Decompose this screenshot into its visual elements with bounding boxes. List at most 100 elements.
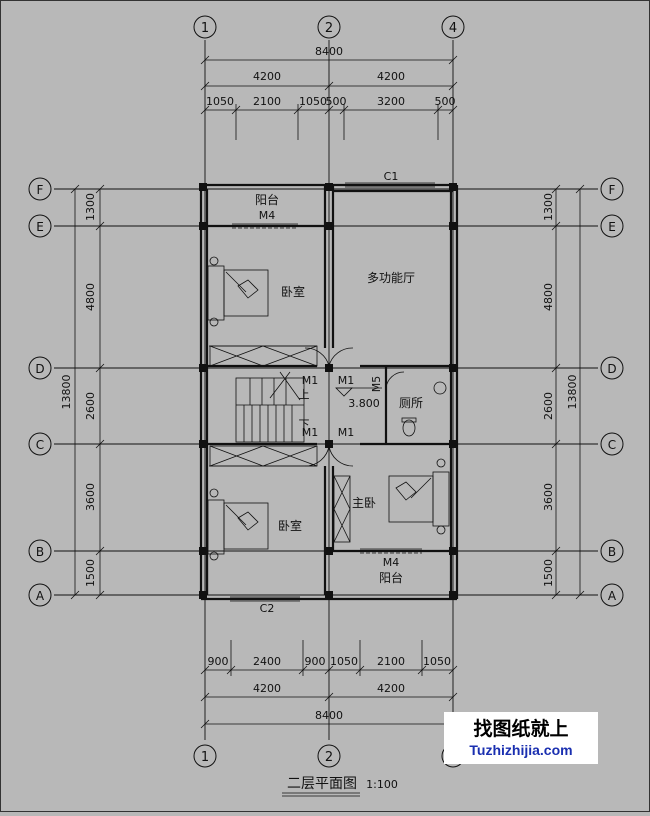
plan-title: 二层平面图 (287, 776, 357, 792)
wardrobe-master (333, 475, 351, 543)
axis-bubble-right-A: A (600, 583, 624, 607)
svg-text:D: D (35, 362, 44, 376)
dim-bottom-seg-5: 2100 (377, 655, 405, 668)
axis-bubble-top-4: 4 (441, 15, 465, 39)
watermark-cn: 找图纸就上 (473, 718, 569, 740)
dim-bottom-seg-2: 2400 (253, 655, 281, 668)
plan-scale: 1:100 (366, 778, 398, 791)
axis-bubble-left-A: A (28, 583, 52, 607)
dim-top-seg-2: 2100 (253, 95, 281, 108)
tag-door-m1-a: M1 (302, 374, 319, 387)
dim-top-half-1: 4200 (253, 70, 281, 83)
dim-right-total: 13800 (566, 375, 579, 410)
window-c2-graphic (230, 596, 300, 602)
axis-bubble-top-2: 2 (317, 15, 341, 39)
svg-text:D: D (607, 362, 616, 376)
dim-top-seg-1: 1050 (206, 95, 234, 108)
door-m4-top-graphic (232, 223, 298, 229)
tag-window-c1: C1 (384, 170, 399, 183)
svg-text:1: 1 (201, 21, 209, 36)
svg-text:A: A (608, 589, 617, 603)
dim-right-seg-5: 1500 (542, 559, 555, 587)
tag-stair-down: 下 (299, 418, 310, 431)
dim-bottom-seg-1: 900 (208, 655, 229, 668)
svg-text:F: F (37, 183, 44, 197)
dim-right-seg-4: 3600 (542, 483, 555, 511)
svg-text:E: E (36, 220, 44, 234)
watermark-logo: 找图纸就上 Tuzhizhijia.com (444, 712, 598, 764)
dims-left: 13800 1300 4800 2600 3600 1500 (60, 184, 105, 600)
drawing-title: 二层平面图 1:100 (282, 776, 398, 797)
dim-bottom-seg-3: 900 (305, 655, 326, 668)
tag-door-m1-c: M1 (302, 426, 319, 439)
axis-bubble-left-C: C (28, 432, 52, 456)
axis-bubble-right-B: B (600, 539, 624, 563)
dim-bottom-half-1: 4200 (253, 682, 281, 695)
dim-bottom-seg-4: 1050 (330, 655, 358, 668)
axis-bubble-right-E: E (600, 214, 624, 238)
door-swings (304, 347, 405, 467)
dim-right-seg-2: 4800 (542, 283, 555, 311)
dim-top-total: 8400 (315, 45, 343, 58)
tag-window-c2: C2 (260, 602, 275, 615)
dim-top-seg-6: 500 (435, 95, 456, 108)
dims-bottom: 900 2400 900 1050 2100 1050 4200 4200 84… (200, 640, 458, 729)
svg-text:2: 2 (325, 21, 333, 36)
svg-text:1: 1 (201, 750, 209, 765)
svg-text:C: C (36, 438, 44, 452)
dim-left-seg-1: 1300 (84, 193, 97, 221)
bed-sw-icon (207, 488, 269, 561)
dim-top-half-2: 4200 (377, 70, 405, 83)
axis-bubble-bottom-2: 2 (317, 744, 341, 768)
bed-master-icon (388, 458, 450, 535)
door-m4-bottom-graphic (360, 548, 422, 554)
axis-bubble-left-E: E (28, 214, 52, 238)
dim-right-seg-3: 2600 (542, 392, 555, 420)
svg-text:F: F (609, 183, 616, 197)
axis-bubble-right-C: C (600, 432, 624, 456)
tag-door-m5: M5 (370, 376, 383, 393)
dim-bottom-total: 8400 (315, 709, 343, 722)
room-bedroom-sw: 卧室 (278, 518, 302, 533)
tag-elevation: 3.800 (348, 397, 380, 410)
svg-text:A: A (36, 589, 45, 603)
window-c1-graphic (345, 182, 435, 188)
axis-bubble-bottom-1: 1 (193, 744, 217, 768)
tag-door-m4-bottom: M4 (383, 556, 400, 569)
room-multi-hall: 多功能厅 (367, 271, 415, 285)
dim-left-seg-2: 4800 (84, 283, 97, 311)
axis-bubble-right-D: D (600, 356, 624, 380)
dim-top-seg-3: 1050 (299, 95, 327, 108)
dim-bottom-seg-6: 1050 (423, 655, 451, 668)
tag-stair-up: 上 (299, 388, 310, 401)
axis-bubble-top-1: 1 (193, 15, 217, 39)
room-bedroom-nw: 卧室 (281, 284, 305, 299)
axis-bubble-left-D: D (28, 356, 52, 380)
dim-left-total: 13800 (60, 375, 73, 410)
room-toilet: 厕所 (399, 396, 423, 410)
dim-right-seg-1: 1300 (542, 193, 555, 221)
dims-right: 1300 4800 2600 3600 1500 13800 (542, 184, 585, 600)
svg-text:C: C (608, 438, 616, 452)
svg-text:4: 4 (449, 21, 457, 36)
axis-bubble-left-F: F (28, 177, 52, 201)
toilet-fixtures-icon (401, 381, 447, 437)
wardrobe-south (209, 445, 318, 467)
dims-top: 8400 4200 4200 1050 2100 1050 500 3200 5… (200, 45, 458, 140)
watermark-url: Tuzhizhijia.com (469, 742, 573, 758)
room-master-bedroom: 主卧 (352, 496, 376, 510)
wardrobe-north (209, 345, 318, 367)
staircase (235, 371, 305, 443)
axis-bubble-left-B: B (28, 539, 52, 563)
room-balcony-bottom: 阳台 (379, 570, 403, 585)
svg-text:2: 2 (325, 750, 333, 765)
bed-nw-icon (207, 256, 269, 327)
dim-left-seg-4: 3600 (84, 483, 97, 511)
axis-bubble-right-F: F (600, 177, 624, 201)
elevation-marker (335, 387, 382, 397)
tag-door-m1-d: M1 (338, 426, 355, 439)
tag-door-m1-b: M1 (338, 374, 355, 387)
svg-text:E: E (608, 220, 616, 234)
svg-text:B: B (608, 545, 616, 559)
